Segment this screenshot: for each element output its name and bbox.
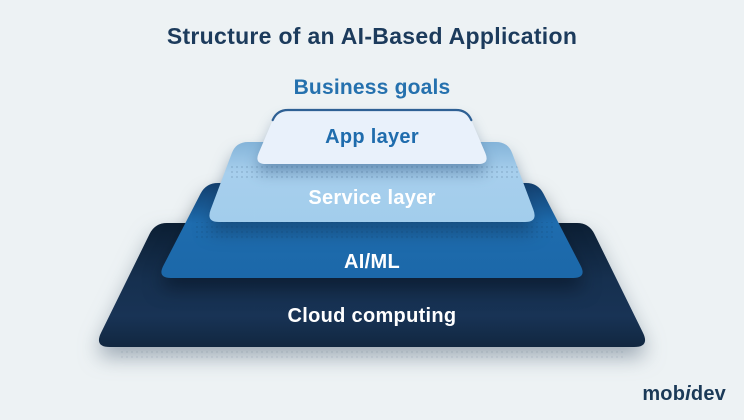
brand-logo-slant-i: i [685,383,691,405]
apex-label: Business goals [293,76,451,99]
layer-label-aiml: AI/ML [344,251,400,273]
page-title: Structure of an AI-Based Application [166,23,578,49]
aiml-halftone-texture [195,222,555,241]
app-layer-top-border [271,108,473,122]
pyramid-layer-app-shape [257,110,487,164]
layer-label-service: Service layer [308,187,436,209]
brand-logo-suffix: dev [690,383,726,405]
layer-label-cloud: Cloud computing [287,305,457,327]
layer-label-app: App layer [325,126,419,148]
service-halftone-texture [230,164,520,181]
ground-halftone-texture [120,348,625,361]
brand-logo: mobidev [642,383,726,406]
brand-logo-prefix: mob [642,383,686,405]
